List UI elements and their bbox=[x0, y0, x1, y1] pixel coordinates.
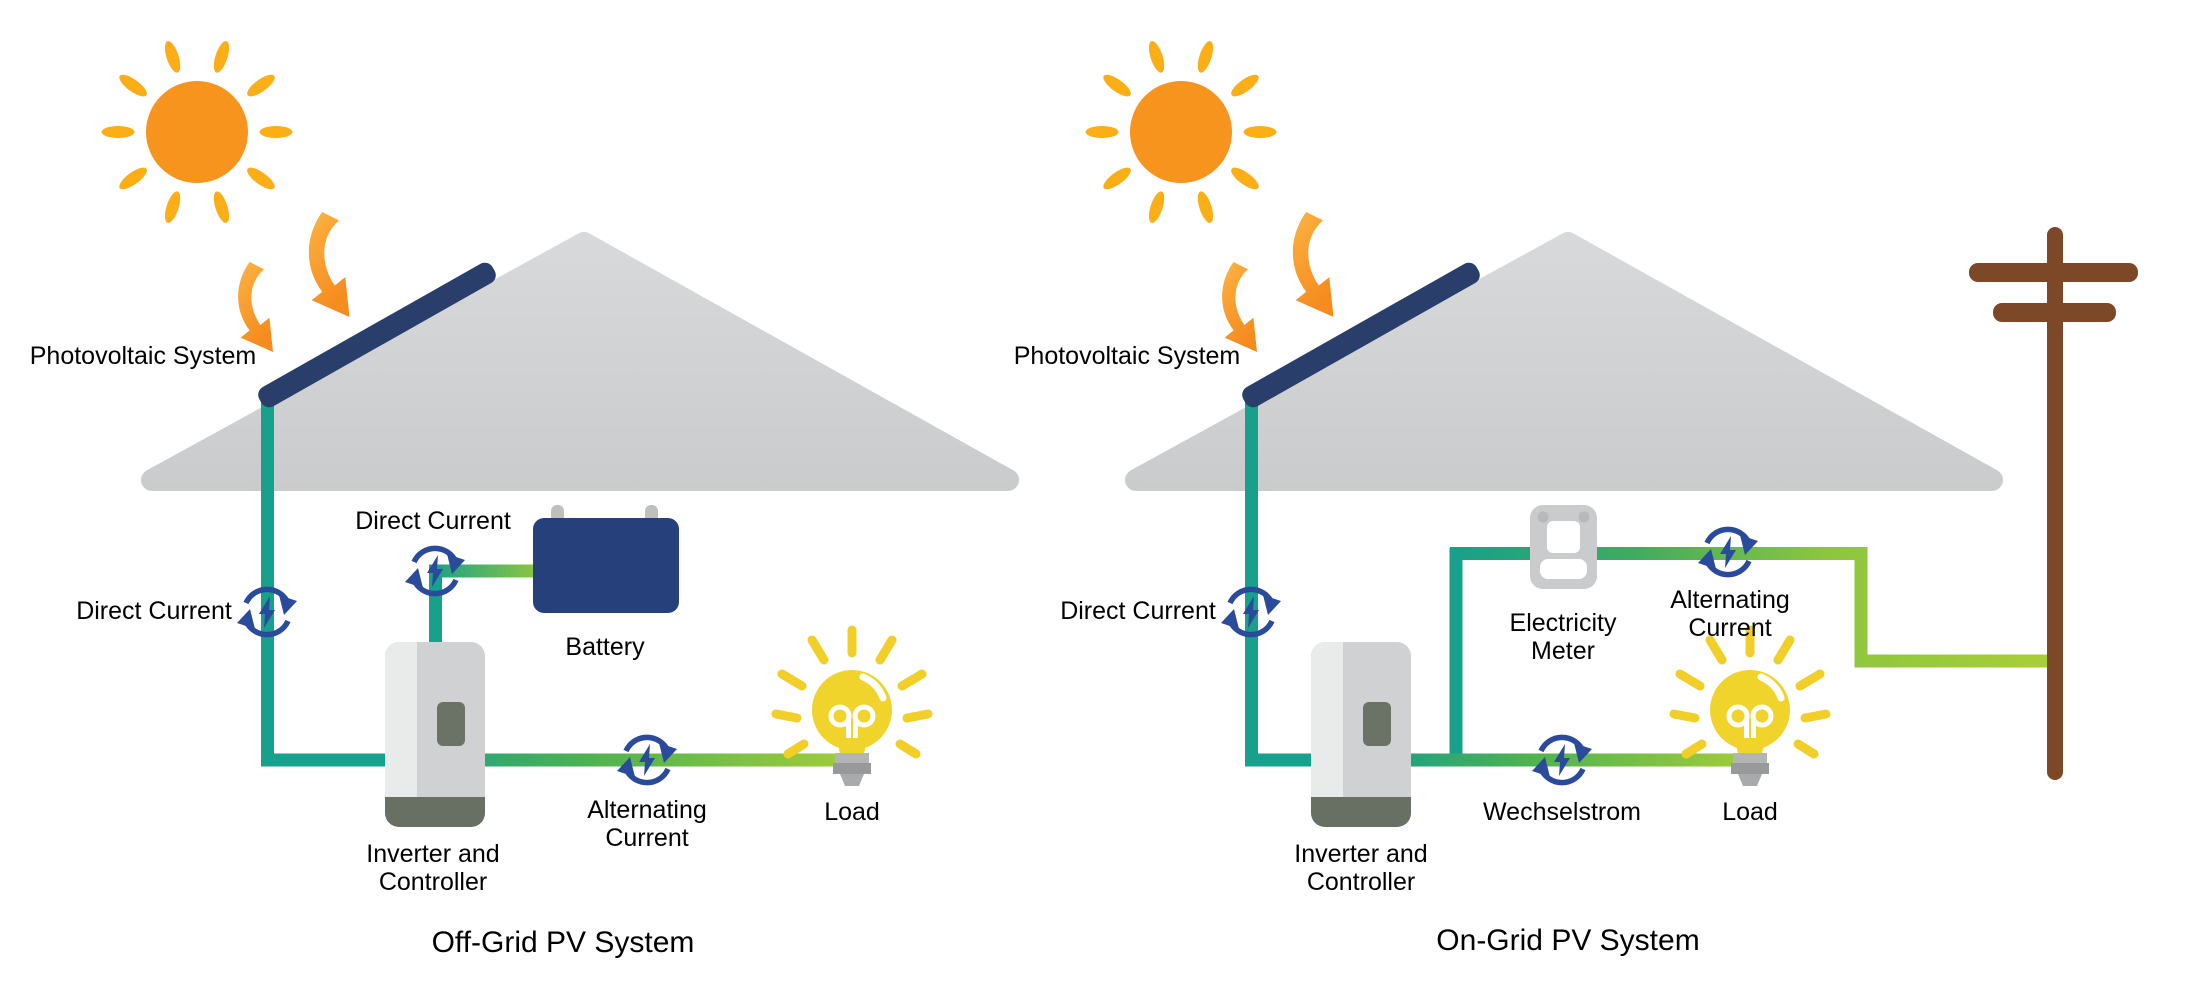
inverter-icon bbox=[385, 642, 485, 827]
house-roof-left bbox=[141, 232, 1019, 491]
direct-current-label: Direct Current bbox=[76, 597, 232, 625]
battery-icon bbox=[533, 505, 679, 613]
electricity-meter-label: Electricity Meter bbox=[1509, 609, 1617, 665]
inverter-icon bbox=[1311, 642, 1411, 827]
pv-system-label: Photovoltaic System bbox=[1013, 342, 1241, 370]
battery-label: Battery bbox=[565, 633, 645, 661]
pv-system-label: Photovoltaic System bbox=[29, 342, 257, 370]
alternating-current-label: Alternating Current bbox=[587, 796, 707, 852]
pv-panel bbox=[258, 262, 496, 408]
grid-wire bbox=[1450, 547, 2057, 668]
sun-icon bbox=[1085, 39, 1277, 225]
diagram-title-on-grid: On-Grid PV System bbox=[1436, 924, 1700, 957]
wechselstrom-label: Wechselstrom bbox=[1483, 798, 1641, 826]
irradiance-arrows-icon bbox=[238, 212, 350, 352]
house-roof-right bbox=[1125, 232, 2003, 491]
inverter-label: Inverter and Controller bbox=[1294, 840, 1428, 896]
irradiance-arrows-icon bbox=[1222, 212, 1334, 352]
battery-wire bbox=[429, 564, 537, 578]
pv-panel bbox=[1242, 262, 1480, 408]
direct-current-label: Direct Current bbox=[355, 507, 511, 535]
direct-current-label: Direct Current bbox=[1060, 597, 1216, 625]
inverter-label: Inverter and Controller bbox=[366, 840, 500, 896]
load-label: Load bbox=[1722, 798, 1778, 826]
bottom-wire bbox=[261, 753, 866, 767]
sun-icon bbox=[101, 39, 293, 225]
load-label: Load bbox=[824, 798, 880, 826]
utility-pole-icon bbox=[1969, 227, 2138, 780]
electricity-meter-icon bbox=[1530, 505, 1597, 589]
diagram-title-off-grid: Off-Grid PV System bbox=[431, 926, 695, 959]
alternating-current-label: Alternating Current bbox=[1670, 586, 1790, 642]
